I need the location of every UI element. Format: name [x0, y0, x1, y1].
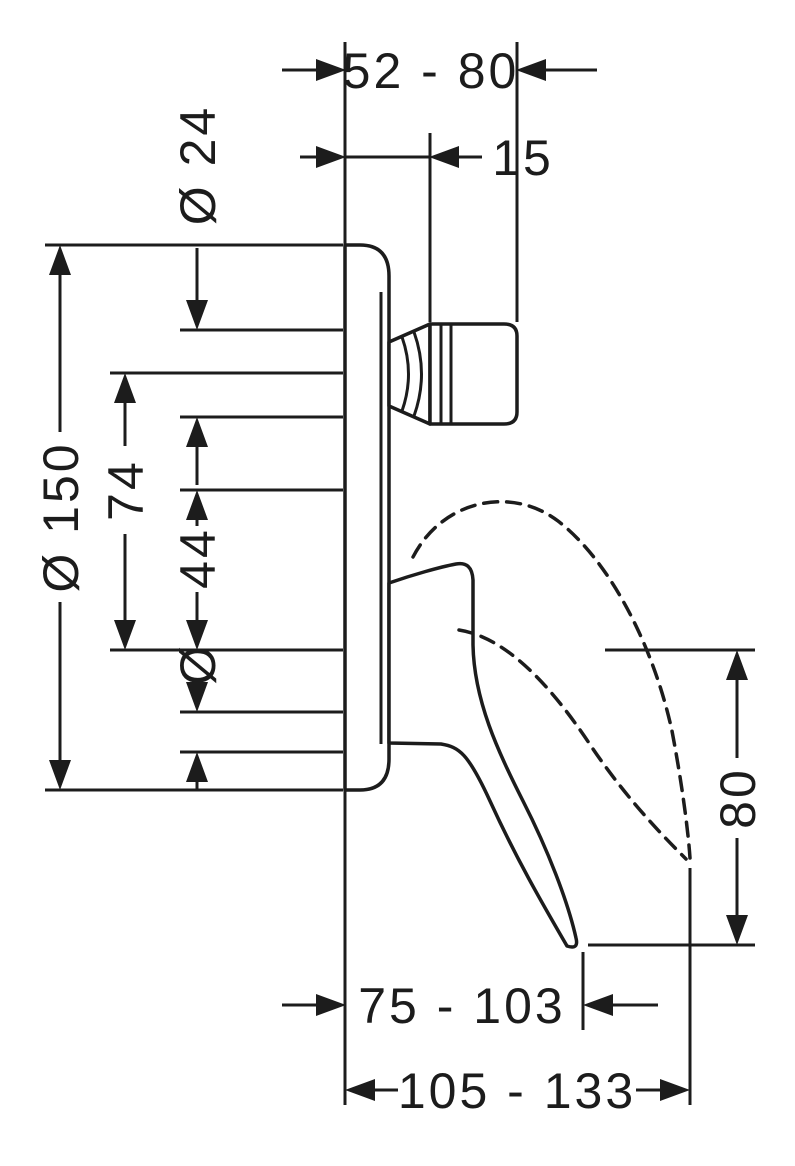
dim-projection-lowered: 75 - 103 — [282, 952, 658, 1034]
dimension-lines — [300, 133, 482, 322]
dim-escutcheon-diameter: Ø 150 — [33, 243, 343, 792]
dimension-lines — [180, 248, 343, 485]
dim-label-escutcheon-dia: Ø 150 — [33, 441, 89, 592]
arrowheads — [186, 682, 208, 782]
lever-handle — [387, 561, 579, 949]
dim-label-dia-symbol: Ø — [170, 643, 226, 685]
dim-label-depth: 52 - 80 — [343, 43, 520, 99]
dimension-lines — [282, 42, 597, 322]
dimension-lines — [375, 868, 692, 1105]
dim-label-spout-dia: Ø 24 — [170, 105, 226, 225]
dimension-lines — [282, 952, 658, 1030]
dimension-lines — [45, 243, 343, 792]
dimension-lines — [588, 648, 755, 947]
dimension-lines — [110, 371, 343, 652]
dim-label-74: 74 — [98, 459, 154, 521]
arrowheads — [114, 373, 136, 650]
spout-collar-lines — [439, 324, 453, 424]
dim-top-offset: 15 — [300, 130, 554, 322]
arrowheads — [726, 650, 748, 945]
dim-installation-depth: 52 - 80 — [282, 42, 597, 322]
dim-label-105-133: 105 - 133 — [398, 1063, 636, 1119]
dim-projection-raised: 105 - 133 — [345, 868, 692, 1119]
dim-spindle-diameter: Ø — [170, 643, 343, 790]
dim-label-offset: 15 — [492, 130, 554, 186]
arrowheads — [316, 146, 459, 168]
faucet-side-view — [343, 243, 692, 949]
dim-label-80: 80 — [710, 767, 766, 829]
dim-handle-drop: 80 — [588, 648, 766, 947]
lever-handle-raised-dashed-upper — [411, 499, 692, 860]
arrowheads — [186, 300, 208, 447]
dimension-lines — [180, 710, 343, 790]
dim-handle-offset: 44 — [170, 488, 343, 650]
dim-label-44: 44 — [170, 527, 226, 589]
spout-body — [428, 322, 519, 426]
dim-spout-to-handle: 74 — [98, 371, 343, 652]
dimension-lines — [180, 488, 343, 620]
escutcheon-plate — [343, 243, 391, 792]
dim-spout-pipe-diameter: Ø 24 — [170, 105, 343, 485]
dim-label-75-103: 75 - 103 — [358, 978, 565, 1034]
spout-cone-shading — [400, 331, 423, 417]
